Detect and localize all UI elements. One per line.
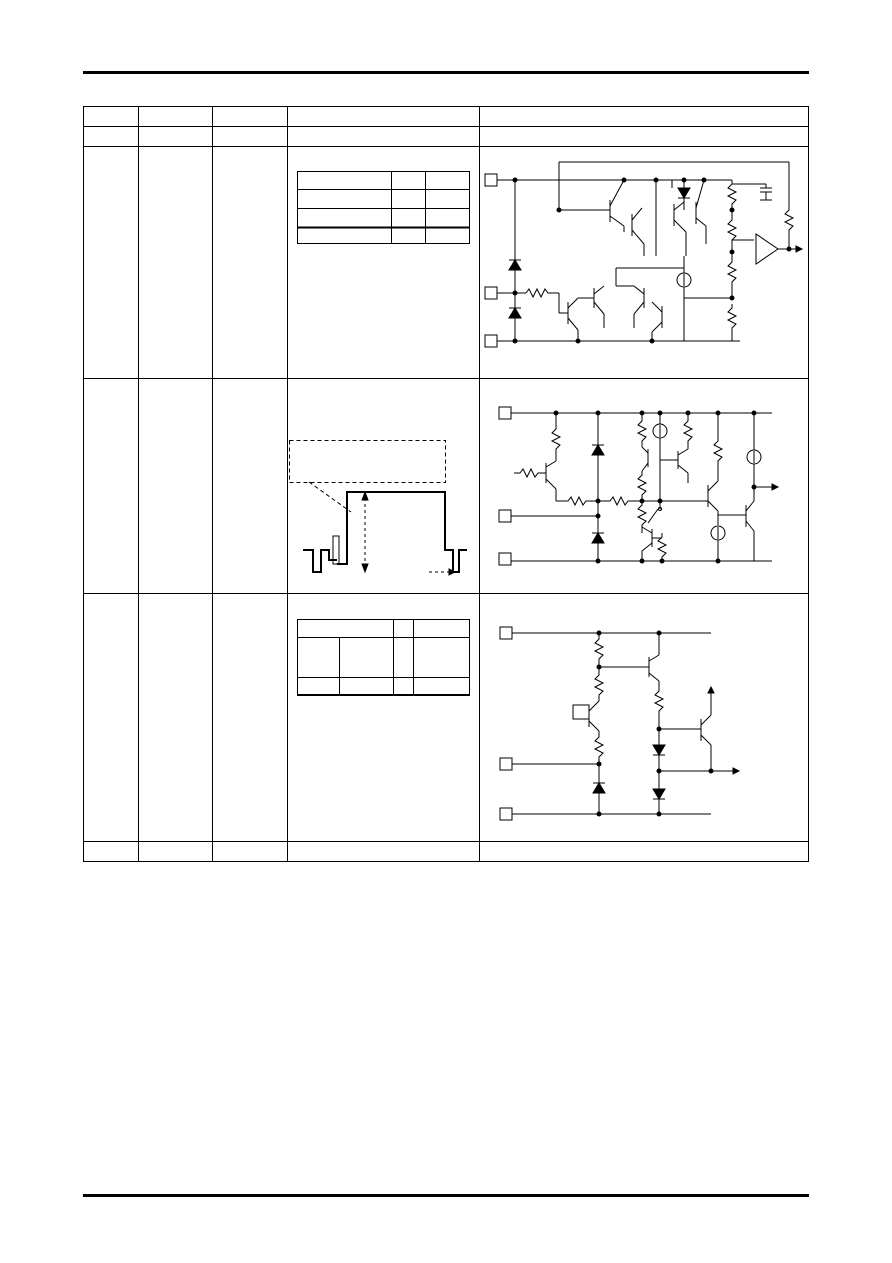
pin-box [499, 757, 513, 771]
header-rule [83, 71, 809, 74]
table-grid [83, 106, 809, 862]
footer-rule [83, 1194, 809, 1197]
output-spec-table [297, 619, 471, 697]
pin-box [499, 807, 513, 821]
output-stage-circuit [499, 625, 749, 825]
comparator-circuit [484, 148, 804, 353]
pin-box [484, 334, 498, 348]
pulse-timing-diagram [289, 440, 469, 580]
pin-box [498, 509, 512, 523]
pin-box [484, 173, 498, 187]
comparator-spec-table [297, 171, 471, 245]
annotation-callout-box [289, 440, 446, 483]
pin-function-table [83, 106, 809, 862]
pin-box [498, 406, 512, 420]
pin-box [499, 626, 513, 640]
pin-box [498, 552, 512, 566]
pulse-input-circuit [498, 405, 780, 575]
pin-box [484, 286, 498, 300]
